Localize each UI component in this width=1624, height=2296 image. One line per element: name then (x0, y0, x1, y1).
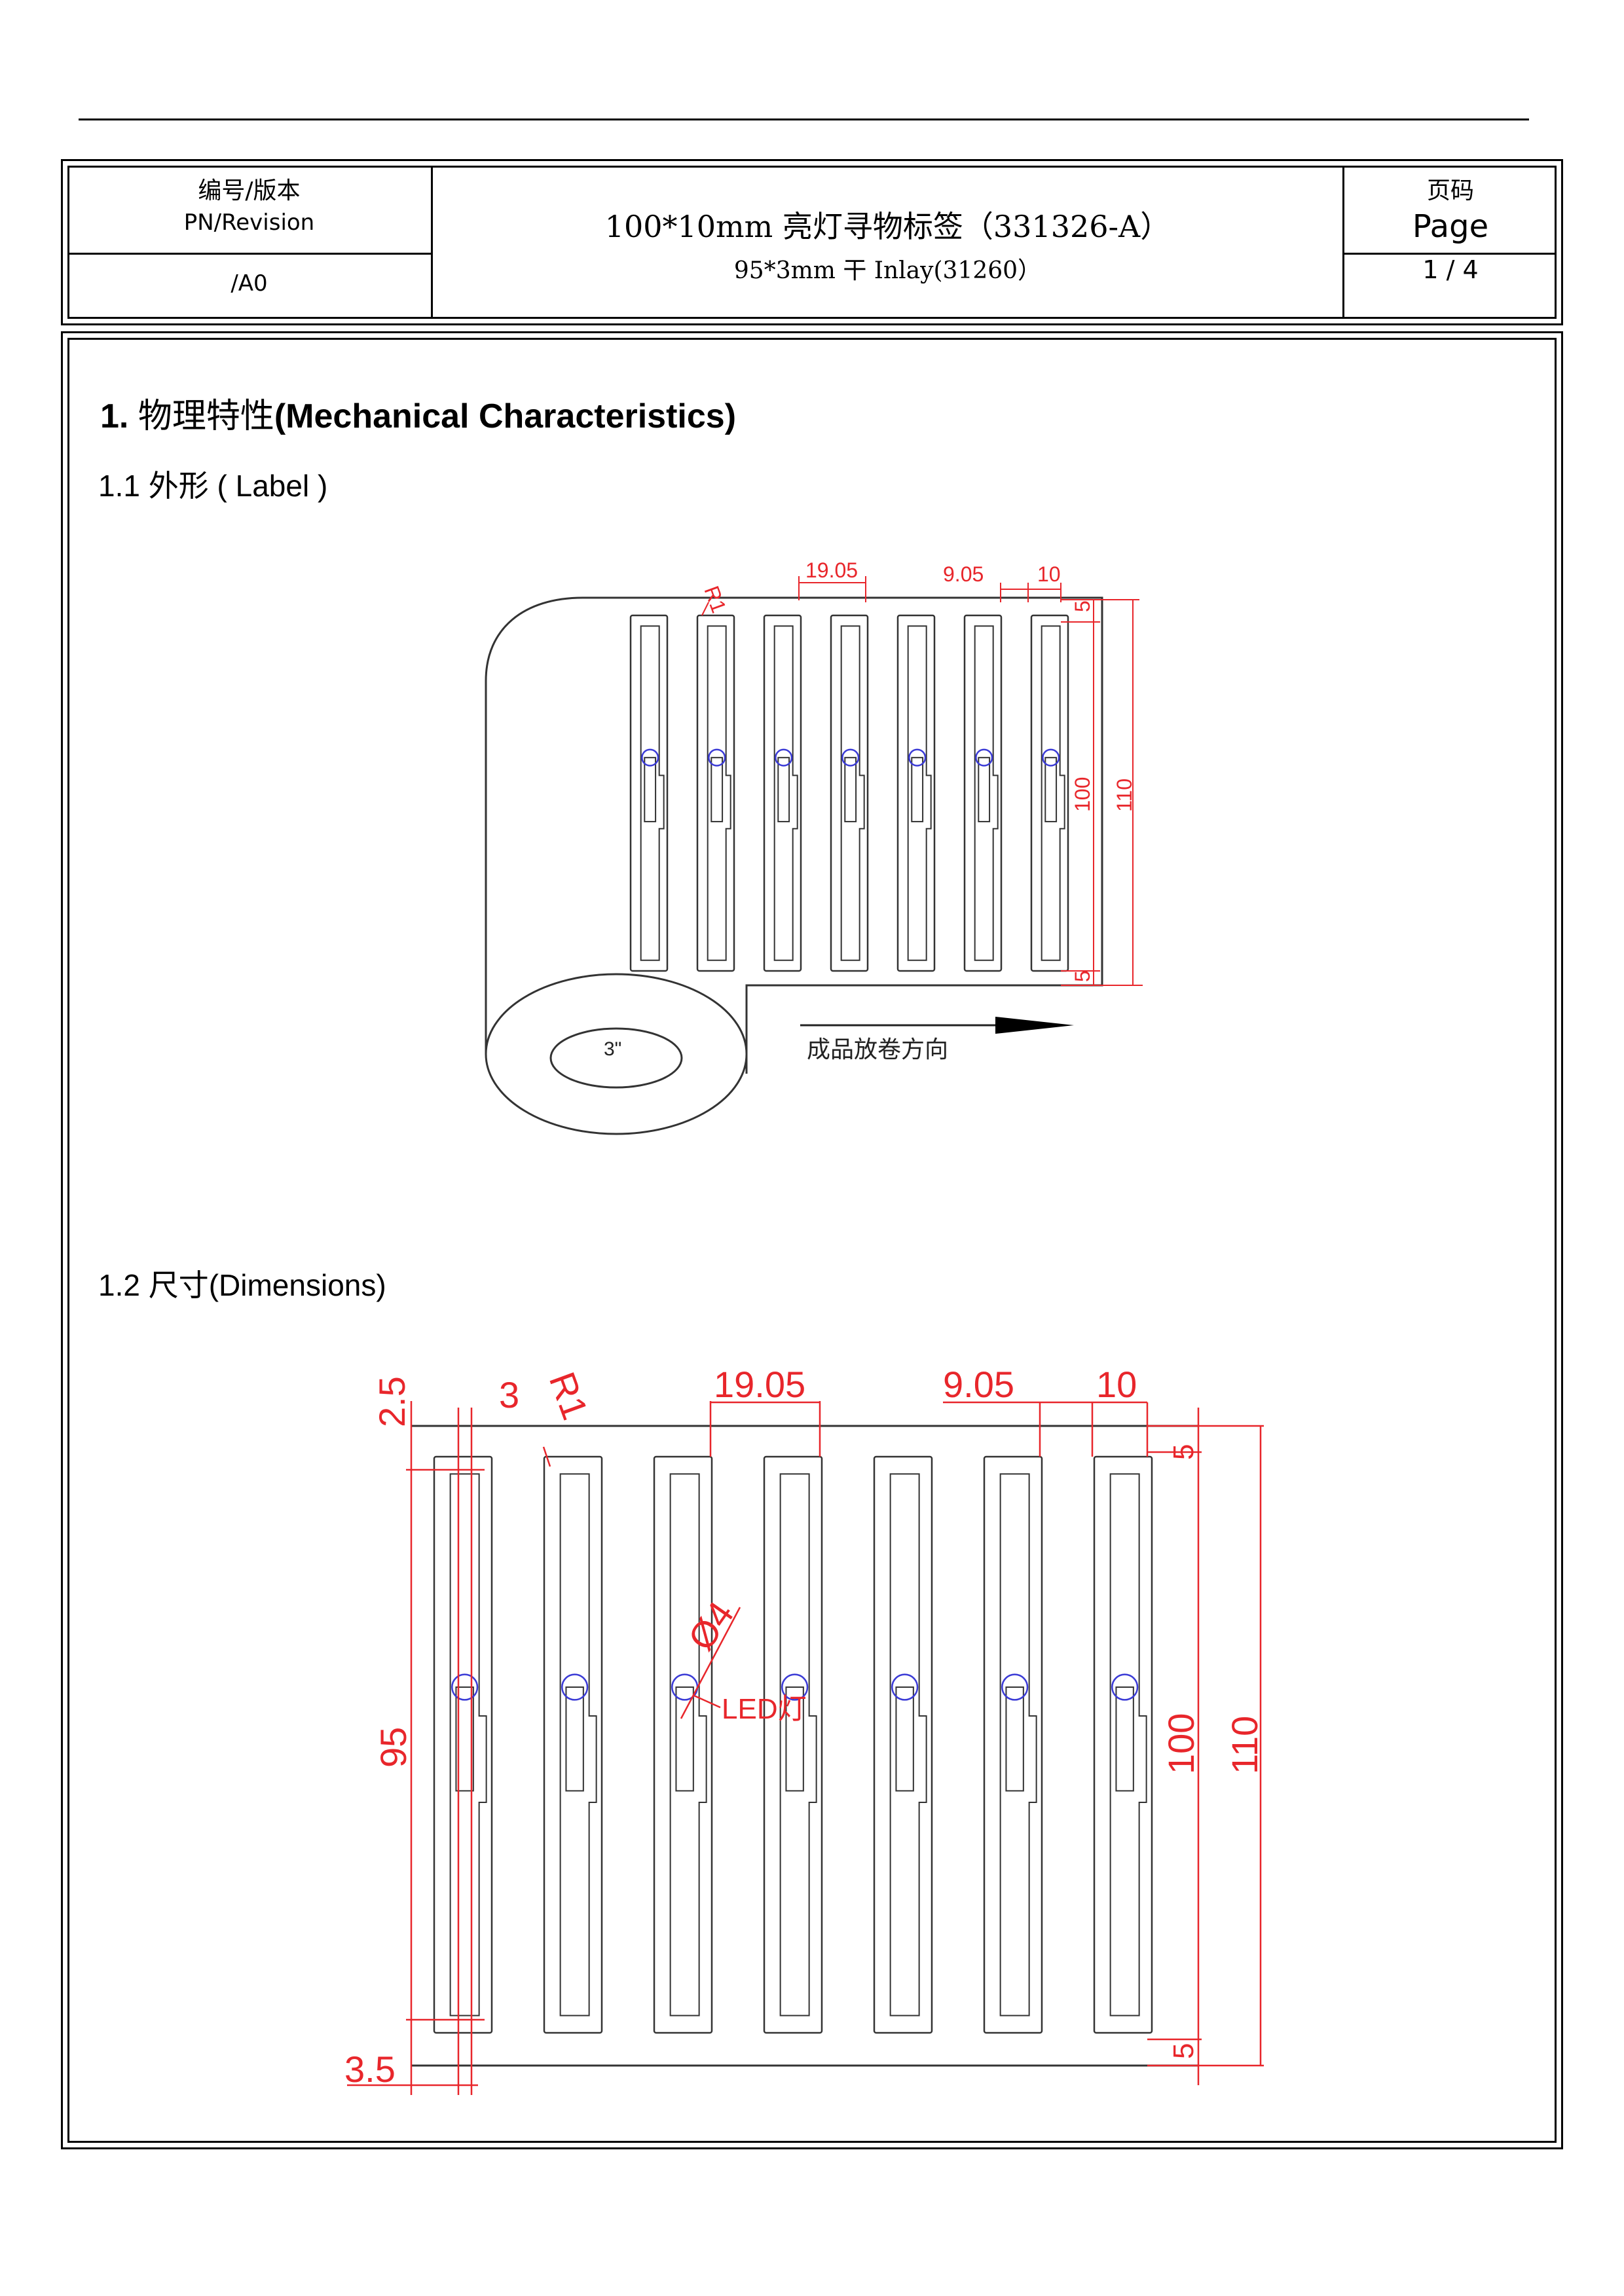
fig1-dim-110: 110 (1113, 778, 1136, 812)
fig2-dim-r: R1 (542, 1367, 597, 1425)
fig1-dim-width: 10 (1037, 562, 1061, 586)
subsection-dimensions: 1.2 尺寸(Dimensions) (98, 1268, 386, 1302)
fig2-label-5 (873, 1455, 933, 2034)
fig2-led-5 (891, 1673, 919, 1701)
fig2-dim-pitch: 19.05 (714, 1364, 805, 1405)
doc-subtitle: 95*3mm 干 Inlay(31260） (733, 257, 1042, 284)
header-frame (61, 159, 1563, 325)
fig1-led-1 (641, 748, 659, 767)
fig2-label-1 (433, 1455, 493, 2034)
fig2-dim-35: 3.5 (344, 2049, 396, 2090)
fig2-label-3 (653, 1455, 713, 2034)
fig1-label-6 (963, 614, 1003, 972)
fig2-label-7 (1093, 1455, 1153, 2034)
fig2-dim-110: 110 (1224, 1716, 1265, 1774)
pn-value: /A0 (231, 270, 268, 297)
fig2-led-7 (1111, 1673, 1139, 1701)
fig1-dim-top: 5 (1071, 600, 1094, 612)
fig2-led-1 (451, 1673, 479, 1701)
top-rule (79, 118, 1529, 120)
content-frame (61, 331, 1563, 2149)
page-label-en: Page (1412, 208, 1489, 245)
fig2-dim-gap: 9.05 (943, 1364, 1014, 1405)
fig1-dim-bottom: 5 (1071, 970, 1094, 982)
fig2-dim-top: 5 (1168, 1444, 1200, 1460)
fig1-dim-100: 100 (1071, 777, 1094, 812)
doc-title: 100*10mm 亮灯寻物标签（331326-A） (604, 209, 1171, 244)
fig1-led-5 (908, 748, 927, 767)
fig1-label-2 (696, 614, 735, 972)
fig2-label-4 (763, 1455, 823, 2034)
fig2-dim-25: 2.5 (371, 1376, 413, 1427)
core-size: 3" (604, 1038, 621, 1060)
fig1-led-2 (708, 748, 726, 767)
fig2-dim-100: 100 (1160, 1713, 1202, 1774)
fig1-led-4 (841, 748, 860, 767)
pn-label-en: PN/Revision (183, 210, 315, 236)
fig2-led-4 (781, 1673, 809, 1701)
fig1-label-5 (896, 614, 936, 972)
fig1-label-3 (763, 614, 802, 972)
fig2-led-6 (1001, 1673, 1029, 1701)
page-number: 1 / 4 (1422, 255, 1479, 284)
section-heading: 1. 物理特性(Mechanical Characteristics) (100, 397, 737, 435)
fig2-dim-width: 10 (1096, 1364, 1137, 1405)
fig1-led-7 (1042, 748, 1060, 767)
fig2-label-6 (983, 1455, 1043, 2034)
fig1-label-1 (629, 614, 669, 972)
fig2-label-2 (543, 1455, 603, 2034)
fig2-dim-95: 95 (373, 1727, 414, 1768)
fig1-label-4 (830, 614, 869, 972)
pn-label-cn: 编号/版本 (198, 177, 301, 204)
led-callout: LED灯 (722, 1693, 807, 1725)
fig1-led-3 (775, 748, 793, 767)
fig1-dim-pitch: 19.05 (805, 558, 858, 582)
fig2-dim-bottom: 5 (1168, 2043, 1200, 2059)
fig2-dim-3: 3 (499, 1374, 519, 1415)
fig1-dim-gap: 9.05 (943, 562, 984, 586)
fig2-led-2 (561, 1673, 589, 1701)
fig2-dim-phi: Ø4 (680, 1594, 741, 1658)
unwind-direction: 成品放卷方向 (807, 1036, 948, 1063)
subsection-label: 1.1 外形 ( Label ) (98, 469, 328, 503)
fig1-label-7 (1030, 614, 1069, 972)
fig1-led-6 (975, 748, 993, 767)
page-label-cn: 页码 (1426, 177, 1474, 204)
